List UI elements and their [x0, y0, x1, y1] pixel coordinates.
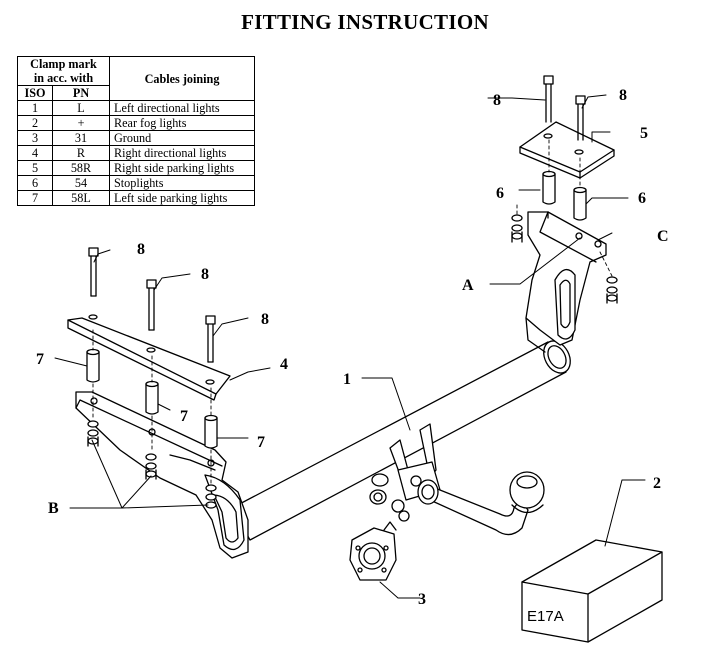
- nut-stack-left-1: [87, 420, 99, 447]
- label-part-4: 4: [280, 356, 288, 373]
- spacer-right-2: [573, 186, 587, 221]
- label-part-8-left3: 8: [261, 311, 269, 328]
- spacer-left-2: [145, 380, 159, 415]
- cable-cell: Stoplights: [109, 175, 255, 191]
- assembly-axes: [92, 139, 613, 485]
- spacer-right-1: [542, 170, 556, 205]
- label-part-5: 5: [640, 125, 648, 142]
- right-side-bracket: [525, 211, 607, 353]
- left-side-bracket: [75, 391, 249, 559]
- towball: [509, 471, 545, 514]
- towball-neck: [417, 479, 529, 536]
- spacer-left-3: [204, 414, 218, 449]
- label-part-7-left: 7: [36, 351, 44, 368]
- label-part-8-left2: 8: [201, 266, 209, 283]
- label-part-7-mid: 7: [180, 408, 188, 425]
- label-point-a: A: [462, 277, 474, 294]
- page-title: FITTING INSTRUCTION: [241, 10, 489, 34]
- nut-stack-left-2: [145, 453, 157, 480]
- hitch-bolts: [369, 473, 410, 522]
- bolt-left-2: [146, 279, 157, 331]
- iso-cell: 7: [17, 190, 53, 206]
- bolt-left-1: [88, 247, 99, 297]
- socket-plate: [349, 521, 397, 581]
- pn-cell: 54: [52, 175, 110, 191]
- cable-cell: Right directional lights: [109, 145, 255, 161]
- cable-cell: Right side parking lights: [109, 160, 255, 176]
- cables-joining-header: Cables joining: [109, 56, 255, 101]
- clamp-mark-header: Clamp mark in acc. with: [17, 56, 110, 86]
- pn-cell: 58L: [52, 190, 110, 206]
- pn-cell: 31: [52, 130, 110, 146]
- label-part-3: 3: [418, 591, 426, 608]
- label-part-6-right: 6: [638, 190, 646, 207]
- bolt-left-3: [205, 315, 216, 363]
- label-part-7-low: 7: [257, 434, 265, 451]
- bolt-right-2: [575, 95, 586, 141]
- label-part-8-right2: 8: [619, 87, 627, 104]
- nut-stack-right-2: [606, 276, 618, 304]
- label-point-b: B: [48, 500, 59, 517]
- cable-cell: Left side parking lights: [109, 190, 255, 206]
- label-point-c: C: [657, 228, 669, 245]
- table-header-row: Clamp mark in acc. with Cables joining: [17, 56, 255, 101]
- label-part-6-top: 6: [496, 185, 504, 202]
- label-part-2: 2: [653, 475, 661, 492]
- clamp-mark-header-line1: Clamp mark: [30, 57, 97, 71]
- clamp-mark-header-line2: in acc. with: [33, 71, 94, 85]
- pn-header: PN: [52, 85, 110, 101]
- label-part-1: 1: [343, 371, 351, 388]
- spacer-left-1: [86, 348, 100, 383]
- label-part-8-left1: 8: [137, 241, 145, 258]
- part-labels: 8 8 8 8 8 5 6 6 C A 7 7 7 4 1 2 3 B: [36, 87, 669, 608]
- cable-cell: Ground: [109, 130, 255, 146]
- label-part-8-right1: 8: [493, 92, 501, 109]
- bolt-right-1: [543, 75, 554, 123]
- left-plate: [67, 314, 231, 401]
- box-code-label: E17A: [527, 608, 564, 625]
- right-plate: [519, 121, 615, 179]
- package-box: E17A: [521, 539, 663, 643]
- cable-joining-table: Clamp mark in acc. with Cables joining I…: [17, 56, 255, 206]
- leader-lines: [54, 94, 646, 599]
- nut-stack-right-1: [511, 214, 523, 243]
